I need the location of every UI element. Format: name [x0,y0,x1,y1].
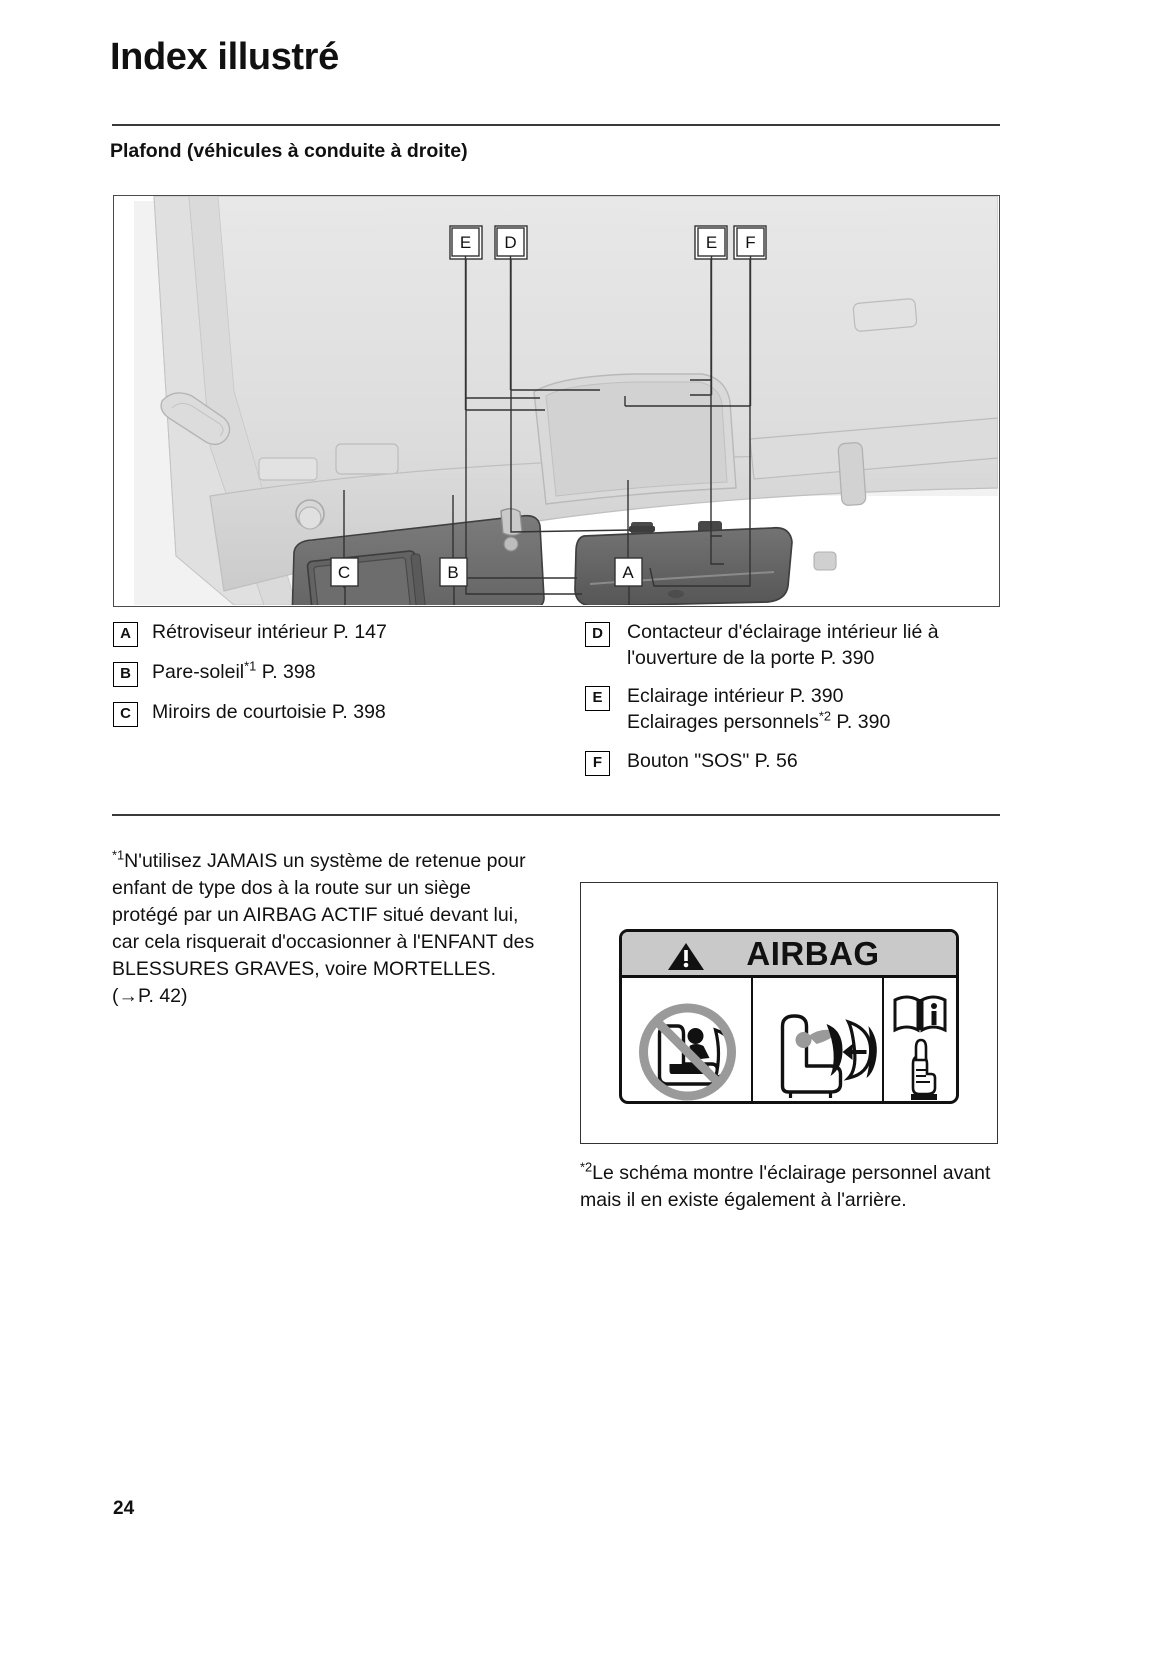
legend-key-a: A [113,622,138,647]
legend-label-e-page: P. 390 [831,711,891,734]
footnote-two: *2Le schéma montre l'éclairage personnel… [580,1160,1005,1214]
svg-text:F: F [744,233,756,254]
footnote-marker-1-ref-b: *1 [244,658,257,674]
legend-key-c: C [113,702,138,727]
airbag-deployment-pictogram [753,978,884,1101]
callout-E-right: E [694,225,728,260]
legend-label-b: Pare-soleil*1 P. 398 [152,660,583,686]
footnote-one: *1N'utilisez JAMAIS un système de retenu… [112,848,542,1009]
callout-E-left: E [449,225,483,260]
legend-item-c: C Miroirs de courtoisie P. 398 [113,700,583,727]
page-title: Index illustré [110,36,339,78]
legend-item-f: F Bouton "SOS" P. 56 [585,749,1005,776]
no-rear-facing-child-seat-pictogram [622,978,753,1101]
legend-label-d: Contacteur d'éclairage intérieur lié à l… [627,621,939,669]
legend-key-d: D [585,622,610,647]
legend-key-f: F [585,750,610,776]
warning-triangle-icon [666,941,706,976]
callout-F: F [733,225,767,260]
legend-item-b: B Pare-soleil*1 P. 398 [113,660,583,687]
airbag-label-text: AIRBAG [746,934,880,972]
svg-text:D: D [504,233,518,254]
header-divider [112,124,1000,126]
legend-label-e: Eclairage intérieur P. 390 Eclairages pe… [627,684,1005,735]
legend-left-column: A Rétroviseur intérieur P. 147 B Pare-so… [113,620,583,740]
legend-label-e-main: Eclairage intérieur P. 390 Eclairages pe… [627,685,844,734]
legend-label-b-page: P. 398 [256,661,316,683]
airbag-label-figure: AIRBAG [580,882,998,1144]
read-manual-pictogram [884,978,956,1101]
legend-divider [112,814,1000,816]
callout-D: D [494,225,528,260]
footnote-marker-2-ref-e: *2 [818,708,832,724]
legend-label-c: Miroirs de courtoisie P. 398 [152,701,386,723]
airbag-warning-label: AIRBAG [619,929,959,1104]
footnote-one-text: N'utilisez JAMAIS un système de retenue … [112,850,535,1007]
svg-text:E: E [705,233,718,254]
overhead-console-figure: E D E F C B A [113,195,1000,607]
legend-key-b: B [113,662,138,687]
page-number: 24 [113,1498,135,1519]
legend-item-d: D Contacteur d'éclairage intérieur lié à… [585,620,1005,671]
legend-right-column: D Contacteur d'éclairage intérieur lié à… [585,620,1005,789]
svg-text:E: E [460,233,473,254]
legend-key-e: E [585,686,610,712]
legend-item-a: A Rétroviseur intérieur P. 147 [113,620,583,647]
airbag-pictogram-row [622,978,956,1101]
legend-label-f: Bouton "SOS" P. 56 [627,749,798,772]
footnote-marker-2: *2 [580,1159,593,1175]
footnote-two-text: Le schéma montre l'éclairage personnel a… [580,1162,991,1211]
legend-item-e: E Eclairage intérieur P. 390 Eclairages … [585,684,1005,735]
legend-label-b-main: Pare-soleil [152,661,245,683]
airbag-label-header: AIRBAG [622,932,956,978]
legend-label-a: Rétroviseur intérieur P. 147 [152,621,387,643]
section-heading: Plafond (véhicules à conduite à droite) [110,140,468,162]
footnote-marker-1: *1 [112,847,125,863]
